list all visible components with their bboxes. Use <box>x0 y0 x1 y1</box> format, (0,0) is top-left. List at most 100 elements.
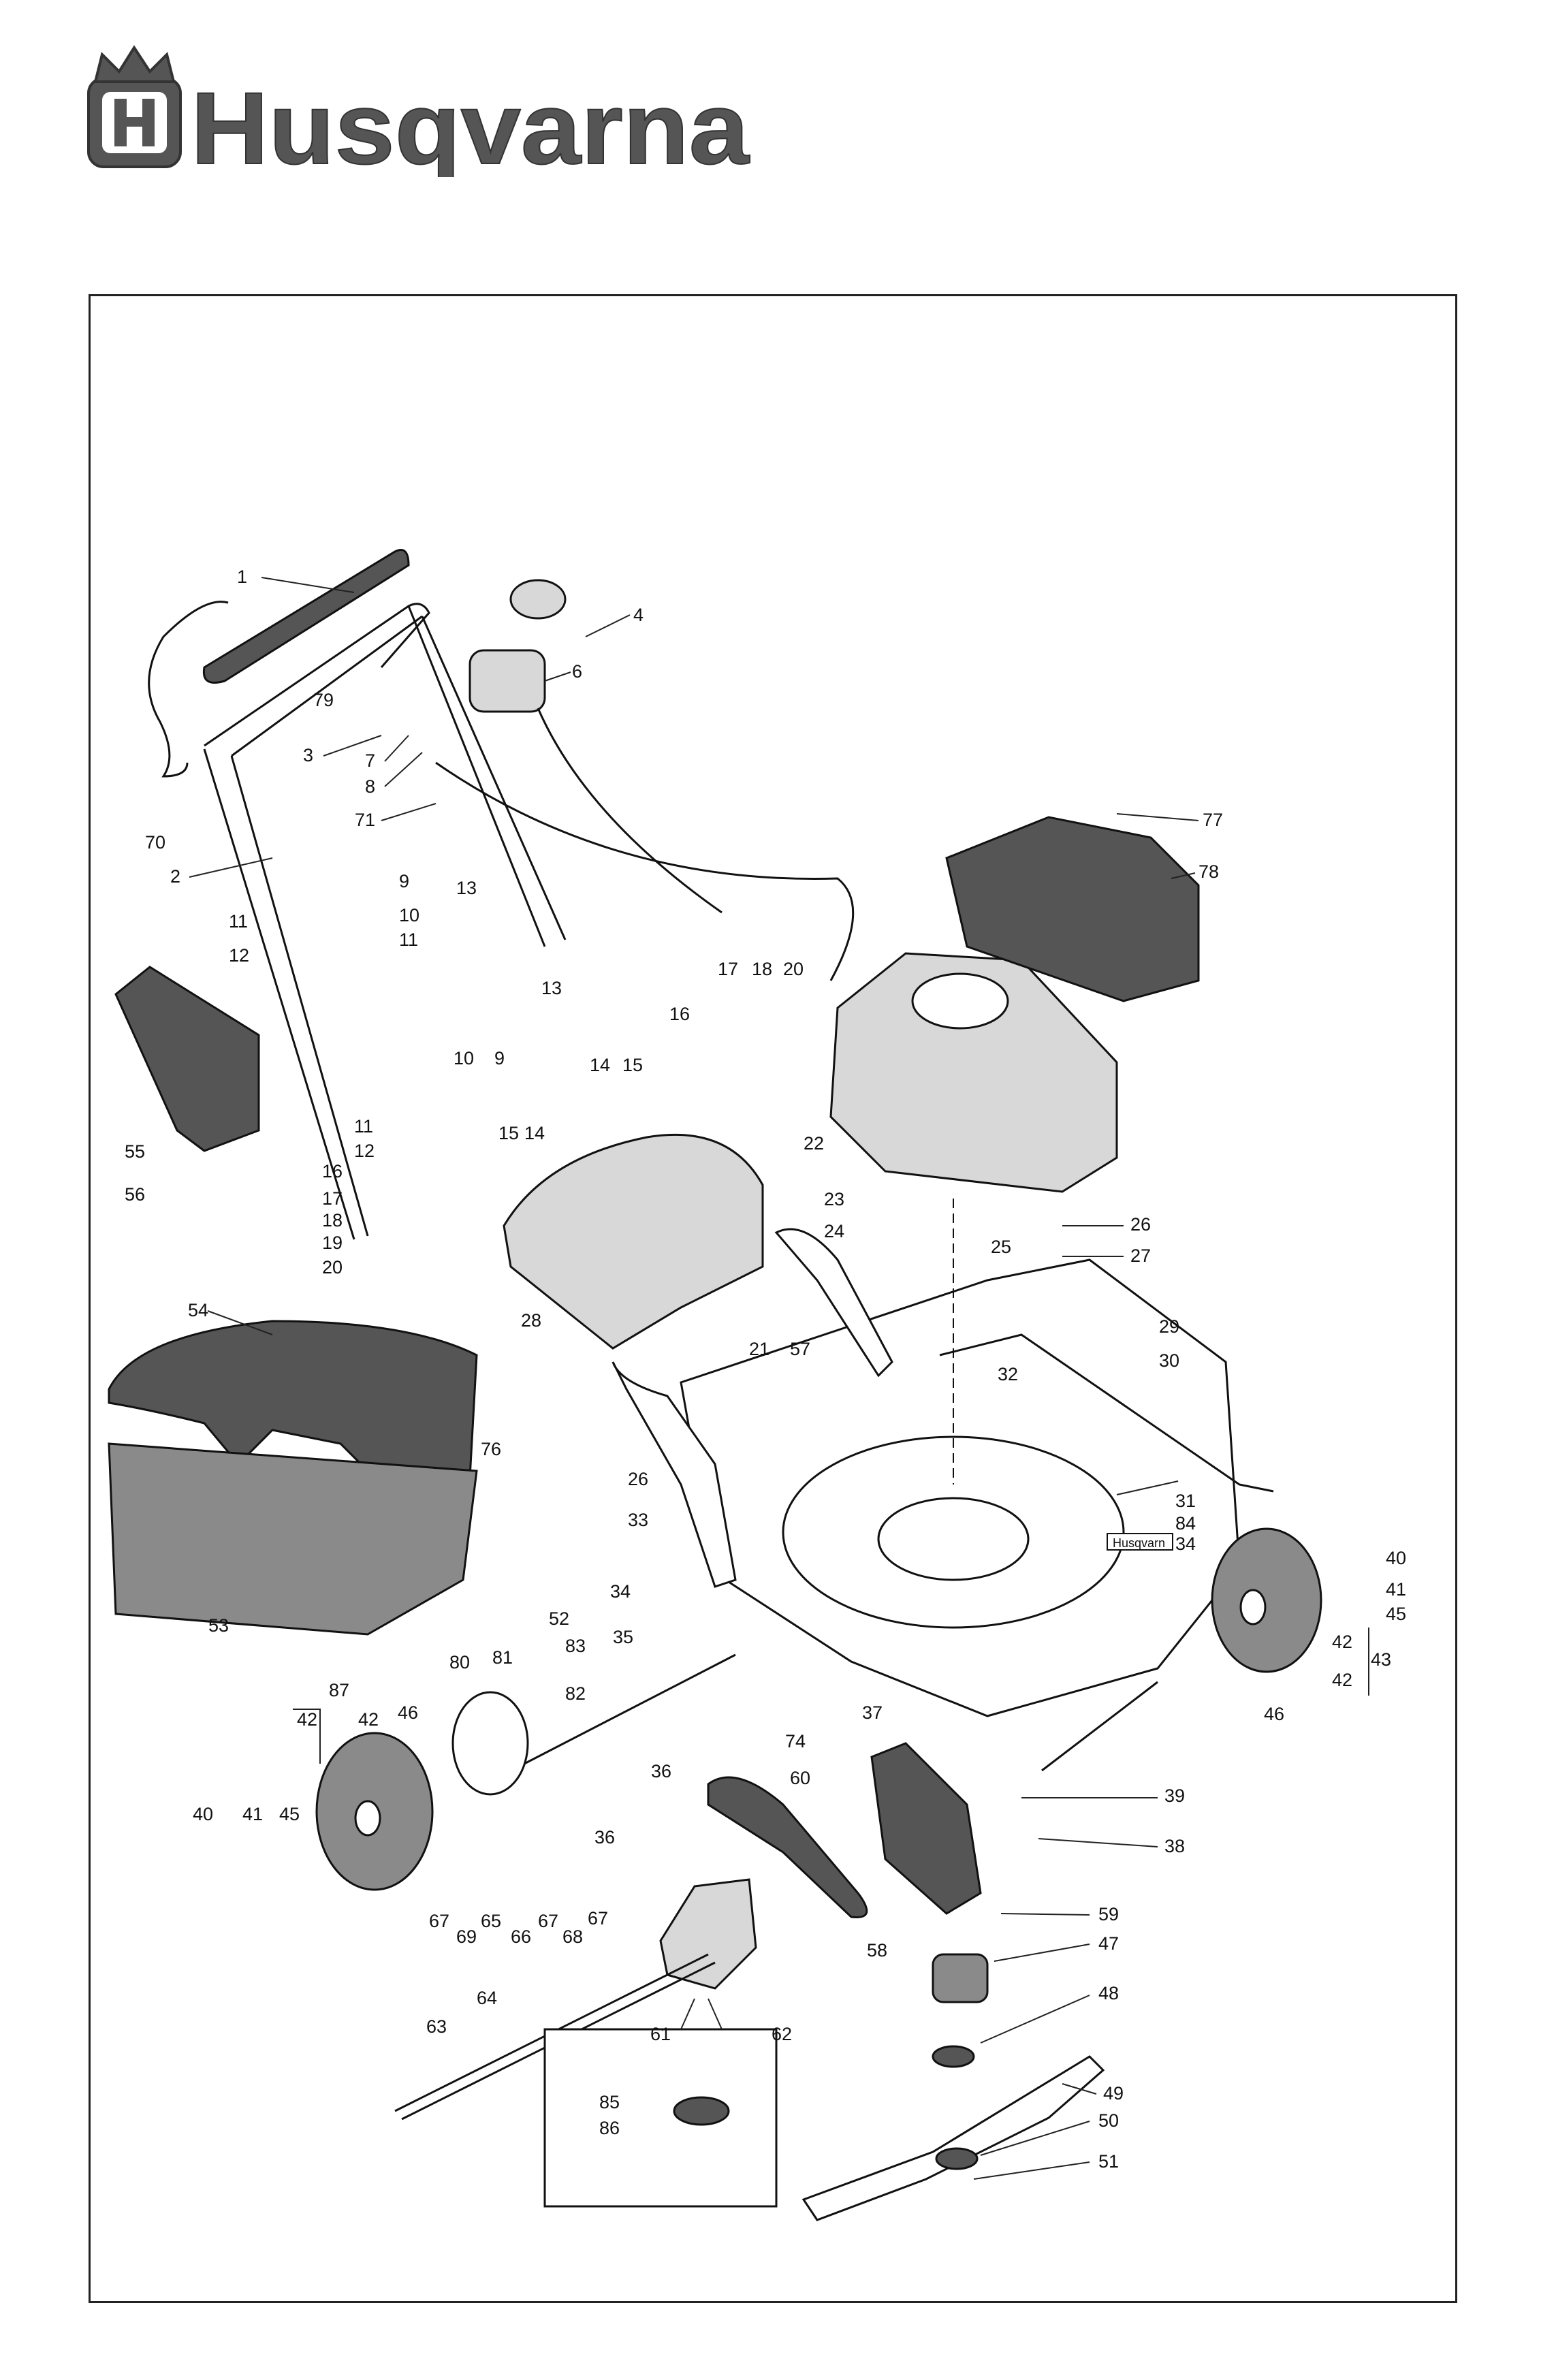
callout-10-lower: 10 <box>454 1048 474 1068</box>
callout-36-upper: 36 <box>651 1761 671 1781</box>
throttle-cable <box>537 708 723 914</box>
callout-25: 25 <box>991 1237 1011 1257</box>
callout-45-left: 45 <box>279 1804 300 1824</box>
rear-axle <box>524 1653 736 1765</box>
throttle-body <box>469 649 546 713</box>
callout-26-left: 26 <box>628 1469 648 1489</box>
callout-10-upper: 10 <box>399 905 419 925</box>
callout-15-upper: 15 <box>622 1055 643 1075</box>
callout-28: 28 <box>521 1310 541 1331</box>
crown-emblem-icon <box>87 45 182 168</box>
handle-bar-right <box>407 605 567 947</box>
callout-49: 49 <box>1103 2083 1124 2104</box>
height-rod <box>939 1333 1274 1493</box>
cutting-blade <box>801 2055 1105 2221</box>
callout-59: 59 <box>1098 1904 1119 1924</box>
brand-wordmark: Husqvarna <box>191 71 750 177</box>
callout-17-upper: 17 <box>718 959 738 979</box>
callout-62: 62 <box>772 2024 792 2044</box>
callout-55: 55 <box>125 1141 145 1162</box>
diagram-frame <box>89 294 1457 2303</box>
callout-54: 54 <box>188 1300 208 1320</box>
callout-63: 63 <box>426 2016 447 2037</box>
callout-9-upper: 9 <box>399 871 409 891</box>
engine-block <box>829 952 1118 1193</box>
callout-9-lower: 9 <box>494 1048 505 1068</box>
callout-84: 84 <box>1175 1513 1196 1534</box>
callout-18-upper: 18 <box>752 959 772 979</box>
drive-belt <box>707 1776 868 1919</box>
callout-3: 3 <box>303 745 313 765</box>
callout-78: 78 <box>1198 861 1219 882</box>
drive-cable <box>435 761 855 981</box>
callout-46-right: 46 <box>1264 1704 1284 1724</box>
callout-20-lower: 20 <box>322 1257 343 1278</box>
callout-77: 77 <box>1203 810 1223 830</box>
callout-71: 71 <box>355 810 375 830</box>
callout-8: 8 <box>365 776 375 797</box>
callout-85: 85 <box>599 2092 620 2112</box>
callout-58: 58 <box>867 1940 887 1961</box>
callout-13-upper: 13 <box>456 878 477 898</box>
callout-86: 86 <box>599 2118 620 2138</box>
callout-11-lower: 11 <box>354 1116 373 1137</box>
callout-42-right-lower: 42 <box>1332 1670 1352 1690</box>
callout-57: 57 <box>790 1339 810 1359</box>
blade-washer-48 <box>932 2045 975 2068</box>
callout-27: 27 <box>1130 1245 1151 1266</box>
callout-67-c: 67 <box>588 1908 608 1929</box>
callout-36-lower: 36 <box>594 1827 615 1847</box>
callout-26-right: 26 <box>1130 1214 1151 1235</box>
husqvarna-logo: Husqvarna <box>87 45 751 177</box>
callout-45-right: 45 <box>1386 1604 1406 1624</box>
parts-drawing <box>108 549 1322 2221</box>
callout-39: 39 <box>1164 1786 1185 1806</box>
callout-37: 37 <box>862 1702 883 1723</box>
callout-42-left-a: 42 <box>297 1709 317 1730</box>
handle-grip <box>202 549 410 684</box>
callout-51: 51 <box>1098 2151 1119 2172</box>
callout-40-right: 40 <box>1386 1548 1406 1568</box>
callout-14-lower: 14 <box>524 1123 545 1143</box>
callout-13-lower: 13 <box>541 978 562 998</box>
callout-52: 52 <box>549 1608 569 1629</box>
callout-22: 22 <box>804 1133 824 1154</box>
callout-69: 69 <box>456 1926 477 1947</box>
callout-68: 68 <box>562 1926 583 1947</box>
inset-leader <box>680 1998 723 2030</box>
callout-29: 29 <box>1159 1316 1179 1337</box>
callout-21: 21 <box>749 1339 769 1359</box>
callout-47: 47 <box>1098 1933 1119 1954</box>
callout-46-left: 46 <box>398 1702 418 1723</box>
callout-50: 50 <box>1098 2110 1119 2131</box>
engine-cover <box>945 816 1200 1002</box>
rear-flap <box>114 966 260 1152</box>
callout-4: 4 <box>633 605 644 625</box>
throttle-lever <box>509 579 567 620</box>
drive-disc <box>451 1691 529 1796</box>
callout-48: 48 <box>1098 1983 1119 2003</box>
callout-34-left: 34 <box>610 1581 631 1602</box>
callout-40-left: 40 <box>193 1804 213 1824</box>
callout-81: 81 <box>492 1647 513 1668</box>
callout-6: 6 <box>572 661 582 682</box>
inset-pulley <box>673 2096 730 2126</box>
callout-82: 82 <box>565 1683 586 1704</box>
callout-17-lower: 17 <box>322 1188 343 1209</box>
callout-15-lower: 15 <box>498 1123 519 1143</box>
deck-center-hole <box>877 1497 1030 1581</box>
callout-14-upper: 14 <box>590 1055 610 1075</box>
rear-wheel-left-hub <box>354 1800 381 1837</box>
callout-12-lower: 12 <box>354 1141 375 1161</box>
front-wheel-right <box>1211 1527 1322 1673</box>
callout-16-upper: 16 <box>669 1004 690 1024</box>
decal-box <box>1107 1533 1173 1551</box>
callout-42-left-b: 42 <box>358 1709 379 1730</box>
callout-31: 31 <box>1175 1491 1196 1511</box>
callout-12-upper: 12 <box>229 945 249 966</box>
callout-64: 64 <box>477 1988 497 2008</box>
blade-adapter <box>932 1953 989 2003</box>
callout-20-upper: 20 <box>783 959 804 979</box>
callout-11-right: 11 <box>399 930 418 950</box>
callout-23: 23 <box>824 1189 844 1209</box>
